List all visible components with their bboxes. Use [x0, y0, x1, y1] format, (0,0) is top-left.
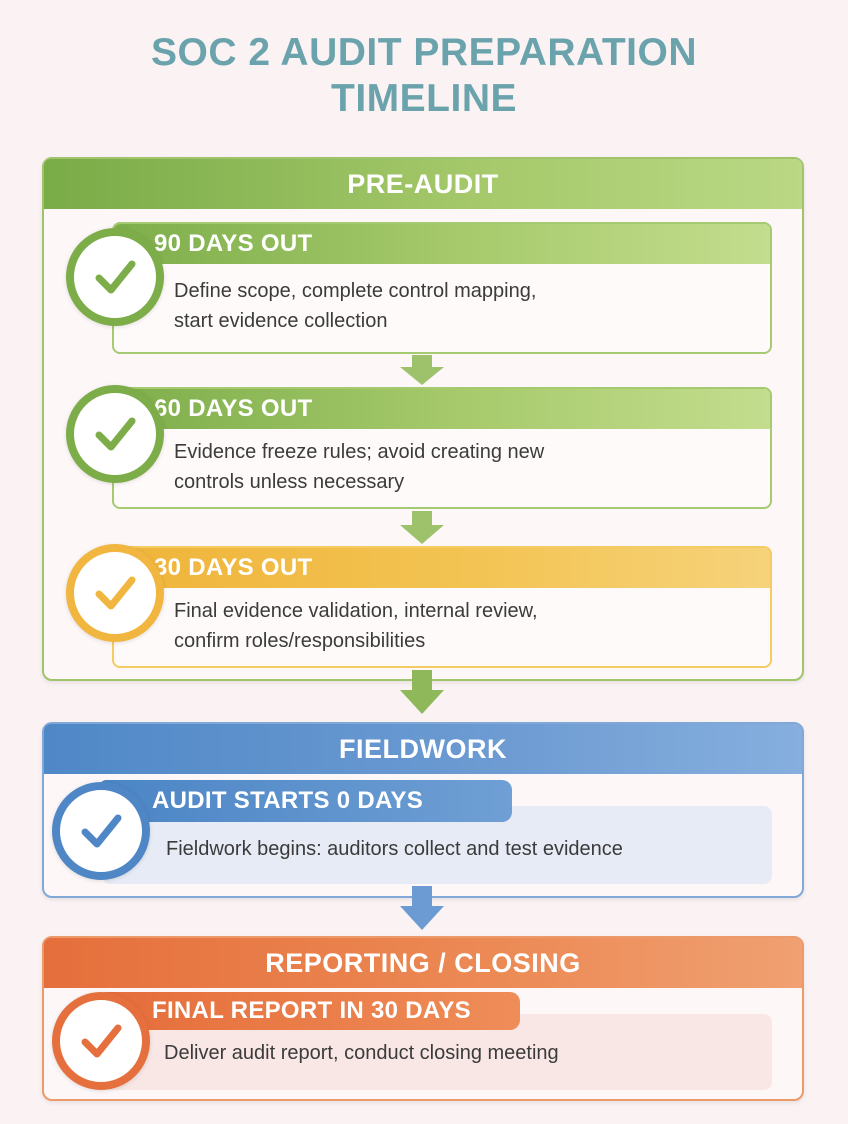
milestone-label: 90 DAYS OUT: [114, 224, 770, 264]
description-line-2: controls unless necessary: [174, 471, 405, 493]
down-arrow-icon: [400, 511, 444, 544]
description-line-1: Final evidence validation, internal revi…: [174, 600, 538, 622]
milestone-audit-starts: Fieldwork begins: auditors collect and t…: [52, 780, 774, 888]
title-line-2: TIMELINE: [331, 77, 517, 120]
milestone-description: Fieldwork begins: auditors collect and t…: [166, 838, 623, 860]
check-icon: [66, 544, 164, 642]
milestone-description: Final evidence validation, internal revi…: [174, 596, 538, 656]
down-arrow-icon: [400, 355, 444, 385]
milestone-label: 60 DAYS OUT: [114, 389, 770, 429]
pre-audit-header: PRE-AUDIT: [44, 159, 802, 209]
milestone-description: Define scope, complete control mapping, …: [174, 276, 536, 336]
check-icon: [52, 992, 150, 1090]
milestone-final-report: Deliver audit report, conduct closing me…: [52, 992, 774, 1092]
down-arrow-icon: [400, 670, 444, 714]
milestone-card: 60 DAYS OUT Evidence freeze rules; avoid…: [112, 387, 772, 509]
title-line-1: SOC 2 AUDIT PREPARATION: [151, 31, 697, 74]
milestone-60-days: 60 DAYS OUT Evidence freeze rules; avoid…: [66, 385, 772, 509]
milestone-card: 90 DAYS OUT Define scope, complete contr…: [112, 222, 772, 354]
milestone-description: Evidence freeze rules; avoid creating ne…: [174, 437, 544, 497]
description-line-1: Evidence freeze rules; avoid creating ne…: [174, 441, 545, 463]
milestone-label: FINAL REPORT IN 30 DAYS: [100, 992, 520, 1030]
description-line-2: confirm roles/responsibilities: [174, 630, 426, 652]
page-title: SOC 2 AUDIT PREPARATION TIMELINE: [0, 30, 848, 122]
reporting-header: REPORTING / CLOSING: [44, 938, 802, 988]
description-line-1: Define scope, complete control mapping,: [174, 280, 537, 302]
milestone-30-days: 30 DAYS OUT Final evidence validation, i…: [66, 544, 772, 668]
check-icon: [66, 228, 164, 326]
milestone-label: 30 DAYS OUT: [114, 548, 770, 588]
check-icon: [52, 782, 150, 880]
milestone-description: Deliver audit report, conduct closing me…: [164, 1042, 559, 1064]
milestone-card: 30 DAYS OUT Final evidence validation, i…: [112, 546, 772, 668]
description-line-2: start evidence collection: [174, 310, 388, 332]
down-arrow-icon: [400, 886, 444, 930]
milestone-label: AUDIT STARTS 0 DAYS: [100, 780, 512, 822]
fieldwork-header: FIELDWORK: [44, 724, 802, 774]
milestone-90-days: 90 DAYS OUT Define scope, complete contr…: [66, 222, 772, 354]
check-icon: [66, 385, 164, 483]
